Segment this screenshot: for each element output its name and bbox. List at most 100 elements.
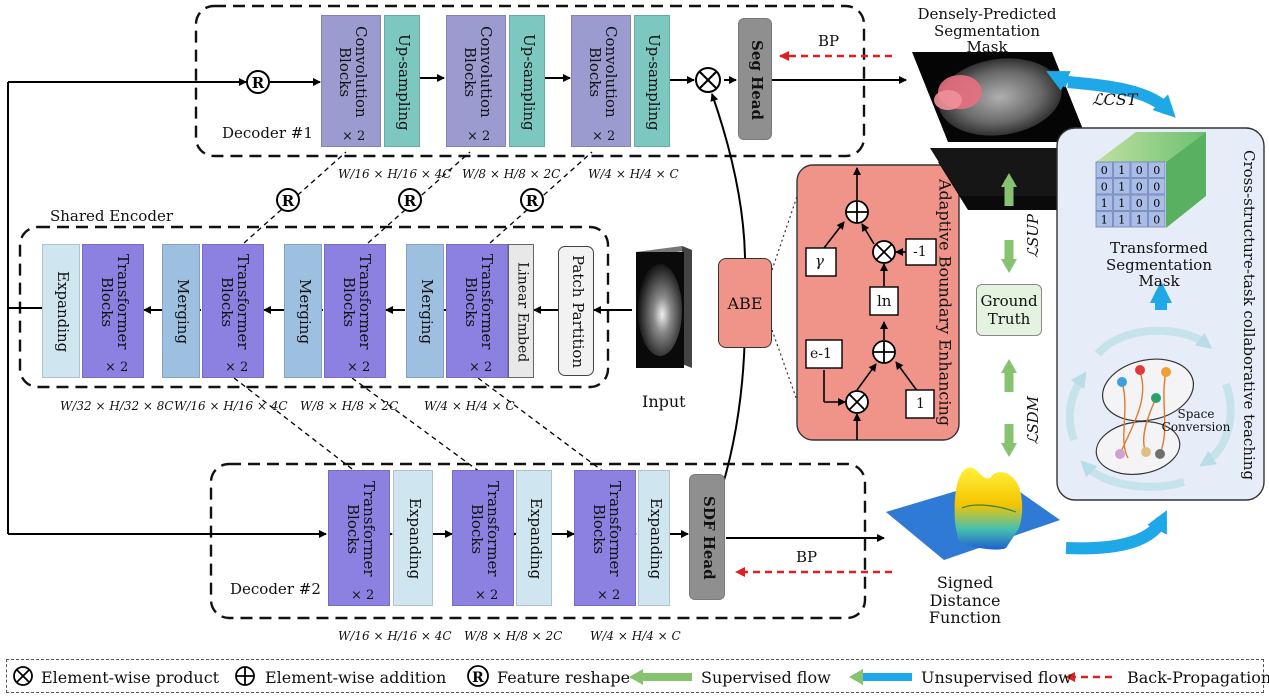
reshape-icon: R (276, 188, 300, 212)
abe-box: ABE (718, 258, 772, 348)
grid-cell (1148, 194, 1166, 211)
d2-expanding-block-2: Expanding (516, 470, 552, 606)
enc-merging-label-3: Merging (173, 279, 192, 345)
enc-transformer-block-4: Transformer Blocks × 2 (82, 244, 144, 378)
loss-sdm: ℒSDM (1024, 396, 1042, 445)
abe-e1: e-1 (810, 346, 832, 362)
grid-cell (1113, 194, 1131, 211)
d2-expanding-label-3: Expanding (646, 498, 665, 580)
d2-transformer-block-3: Transformer Blocks × 2 (574, 470, 636, 606)
d1-dim-2: W/8 × H/8 × 2C (462, 167, 561, 181)
enc-merging-label-2: Merging (295, 279, 314, 345)
grid-cell (1148, 211, 1166, 228)
patch-partition-label: Patch Partition (568, 255, 587, 369)
enc-merging-block-1: Merging (406, 244, 444, 378)
enc-dim-3: W/8 × H/8 × 2C (300, 399, 399, 413)
reshape-icon: R (398, 188, 422, 212)
d1-conv-block-2: Convolution Blocks × 2 (446, 15, 506, 147)
legend-reshape-icon: R (467, 665, 489, 687)
grid-cell (1148, 161, 1166, 178)
enc-expanding-label: Expanding (53, 271, 72, 353)
d2-dim-2: W/8 × H/8 × 2C (464, 629, 563, 643)
svg-text:R: R (526, 192, 539, 210)
input-label: Input (642, 392, 686, 411)
abe-title: Adaptive Boundary Enhancing (935, 179, 955, 427)
grid-cell-value: 0 (1101, 164, 1108, 177)
abe-product-top-icon (872, 240, 896, 264)
grid-cell-value: 0 (1153, 164, 1160, 177)
d1-up-block-1: Up-sampling (384, 15, 420, 147)
grid-cell-value: 1 (1101, 214, 1108, 227)
grid-cell-value: 0 (1153, 197, 1160, 210)
linear-embed-block: Linear Embed (508, 244, 534, 378)
d2-times-1: × 2 (351, 588, 375, 603)
legend-addition-label: Element-wise addition (265, 667, 447, 687)
enc-dim-4: W/4 × H/4 × C (424, 399, 515, 413)
d1-conv-label-2: Convolution Blocks (461, 26, 495, 118)
d2-expanding-block-1: Expanding (393, 470, 433, 606)
d2-transformer-block-2: Transformer Blocks × 2 (452, 470, 514, 606)
d1-up-label-2: Up-sampling (519, 33, 538, 131)
grid-cell-value: 0 (1153, 214, 1160, 227)
legend: Element-wise product Element-wise additi… (6, 659, 1269, 693)
d2-transformer-label-3: Transformer Blocks (590, 481, 624, 577)
enc-transformer-label-4: Transformer Blocks (98, 254, 132, 350)
d1-dim-3: W/4 × H/4 × C (588, 167, 679, 181)
patch-partition-block: Patch Partition (558, 246, 594, 376)
d1-conv-times-3: × 2 (592, 129, 616, 144)
enc-times-4: × 2 (105, 360, 129, 375)
reshape-icon: R (520, 188, 544, 212)
grid-cell-value: 1 (1136, 214, 1143, 227)
grid-cell (1095, 211, 1113, 228)
sdf-surface-image (886, 467, 1060, 560)
sdf-caption: Signed Distance Function (928, 573, 1002, 628)
ground-truth-box: Ground Truth (976, 284, 1042, 336)
grid-cell (1113, 178, 1131, 195)
abe-product-bottom-icon (845, 390, 869, 414)
svg-text:R: R (472, 670, 484, 686)
grid-cell-value: 1 (1118, 197, 1125, 210)
grid-cell (1130, 178, 1148, 195)
grid-cell-value: 1 (1118, 214, 1125, 227)
abe-one: 1 (916, 396, 925, 412)
enc-times-3: × 2 (225, 360, 249, 375)
cst-panel-title: Cross-structure-task collaborative teach… (1239, 149, 1258, 481)
seg-head-block: Seg Head (738, 18, 772, 140)
grid-cell (1095, 194, 1113, 211)
legend-supervised-label: Supervised flow (701, 667, 831, 687)
grid-cell-value: 0 (1136, 181, 1143, 194)
enc-dim-1: W/32 × H/32 × 8C (60, 399, 174, 413)
d2-times-3: × 2 (597, 588, 621, 603)
enc-transformer-block-1: Transformer Blocks × 2 (446, 244, 508, 378)
enc-expanding-block: Expanding (42, 244, 80, 378)
d1-up-label-3: Up-sampling (644, 33, 663, 131)
abe-addition-mid-icon (872, 340, 896, 364)
abe-neg1: -1 (913, 244, 927, 260)
d2-expanding-label-1: Expanding (405, 498, 424, 580)
reshape-icon: R (246, 70, 270, 94)
enc-transformer-label-2: Transformer Blocks (340, 254, 374, 350)
seg-mask-caption: Densely-Predicted Segmentation Mask (917, 5, 1057, 56)
enc-merging-label-1: Merging (417, 279, 436, 345)
d1-conv-label-1: Convolution Blocks (336, 26, 370, 118)
legend-product-label: Element-wise product (41, 667, 220, 687)
grid-cell-value: 0 (1101, 181, 1108, 194)
enc-times-1: × 2 (469, 360, 493, 375)
space-conversion-label: Space Conversion (1161, 407, 1231, 435)
enc-transformer-label-1: Transformer Blocks (462, 254, 496, 350)
legend-addition-icon (235, 666, 255, 686)
d1-conv-times-2: × 2 (467, 129, 491, 144)
grid-cell (1130, 161, 1148, 178)
bp-label-bottom: BP (796, 548, 818, 566)
loss-sup: ℒSUP (1024, 214, 1042, 258)
d2-expanding-label-2: Expanding (526, 498, 545, 580)
enc-times-2: × 2 (347, 360, 371, 375)
abe-gamma: γ (815, 252, 824, 270)
d2-dim-1: W/16 × H/16 × 4C (338, 629, 452, 643)
d2-transformer-label-1: Transformer Blocks (344, 481, 378, 577)
d1-dim-1: W/16 × H/16 × 4C (338, 167, 452, 181)
legend-product-icon (13, 666, 33, 686)
sdf-head-block: SDF Head (689, 474, 725, 600)
grid-cell (1130, 211, 1148, 228)
